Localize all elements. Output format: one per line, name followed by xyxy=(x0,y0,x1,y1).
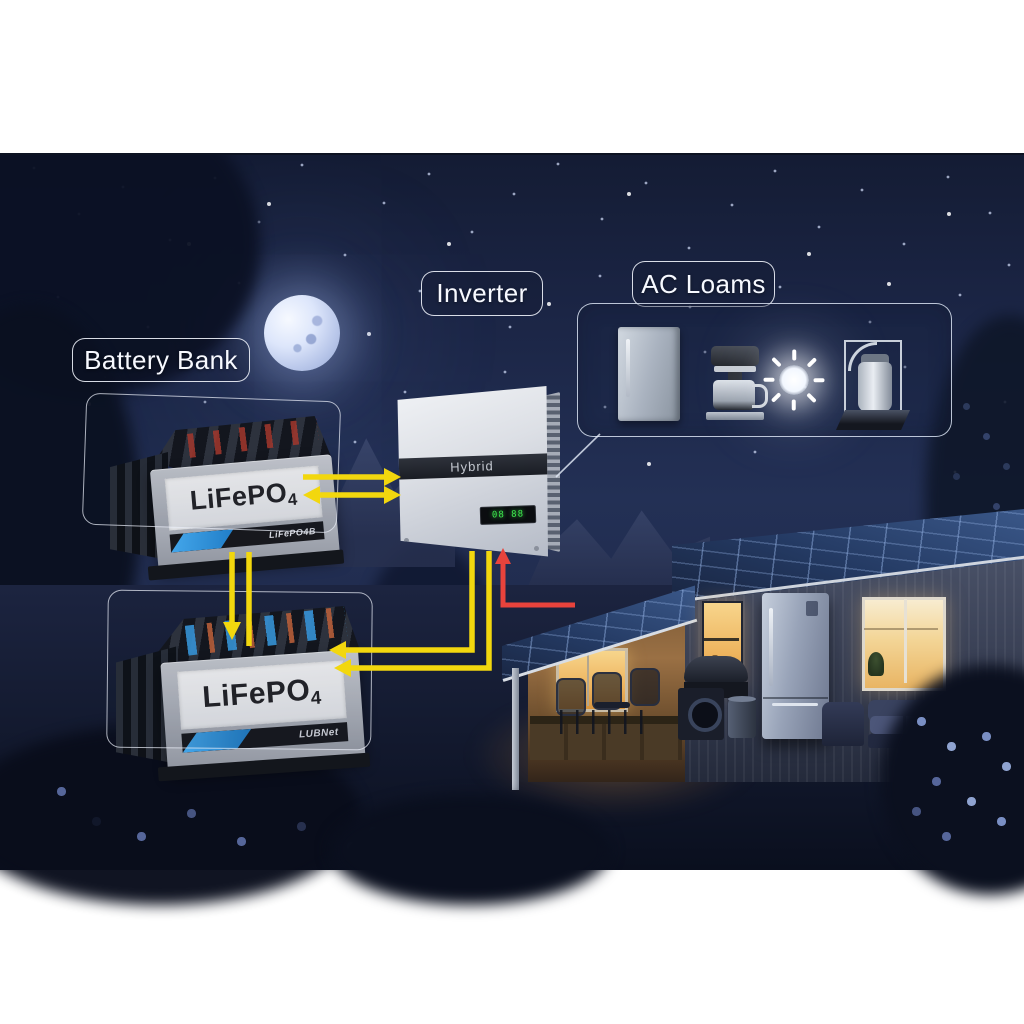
bbq-grill xyxy=(684,656,748,682)
battery-1: LiFePO4 LiFePO4B xyxy=(96,410,345,581)
battery-bank-label-text: Battery Bank xyxy=(84,344,238,375)
window-large-cabinet-line xyxy=(864,628,938,630)
refrigerator-handle xyxy=(769,608,773,686)
outdoor-pot xyxy=(728,698,756,738)
moon xyxy=(264,295,340,371)
porch-chair-1 xyxy=(556,678,586,716)
window-large-mullion xyxy=(904,599,907,683)
porch-chair-legs xyxy=(560,710,656,734)
bush-bottom-mid xyxy=(330,795,610,905)
washing-machine-door xyxy=(688,698,722,732)
battery-2: LiFePO4 LUBNet xyxy=(108,598,373,782)
light-ray xyxy=(813,378,825,382)
inverter-brand-band: Hybrid xyxy=(397,453,548,480)
battery-bank-label: Battery Bank xyxy=(72,338,250,382)
patio-chair xyxy=(822,702,864,746)
water-pump-icon xyxy=(836,332,910,432)
ac-loads-label: AC Loams xyxy=(632,261,775,307)
inverter-label: Inverter xyxy=(421,271,543,316)
outdoor-refrigerator xyxy=(762,593,829,739)
water-pump-frame xyxy=(844,340,902,414)
battery-2-outline-box xyxy=(106,589,373,751)
light-bulb-glow xyxy=(779,365,809,395)
light-ray xyxy=(763,378,775,382)
window-tall-mullion xyxy=(704,638,739,641)
refrigerator-freezer-line xyxy=(763,697,828,699)
porch-table xyxy=(594,702,630,708)
porch-post xyxy=(512,668,519,790)
refrigerator-icon xyxy=(618,327,680,421)
porch-chair-3 xyxy=(630,668,660,706)
porch-window-mullion xyxy=(587,650,589,706)
light-ray xyxy=(792,349,796,361)
inverter-display: 08 88 xyxy=(479,505,537,525)
water-pump-canister xyxy=(858,362,892,412)
bush-bottom-right-leaves xyxy=(0,0,3,3)
refrigerator-icon-handle xyxy=(626,339,630,397)
window-plant xyxy=(868,652,884,676)
light-ray xyxy=(771,392,782,403)
water-pump-canister-cap xyxy=(861,354,889,364)
inverter-display-text: 08 88 xyxy=(491,509,525,521)
inverter-screw-left xyxy=(404,538,409,543)
ac-loads-label-text: AC Loams xyxy=(641,268,766,299)
inverter-brand-text: Hybrid xyxy=(449,458,495,475)
coffee-maker-icon xyxy=(706,346,768,422)
battery-1-outline-box xyxy=(81,392,342,534)
tree-right-leaves xyxy=(0,155,3,158)
light-ray xyxy=(806,357,817,368)
inverter-unit: Hybrid 08 88 xyxy=(397,386,548,557)
light-ray xyxy=(771,357,782,368)
inverter-label-text: Inverter xyxy=(436,278,528,308)
coffee-maker-top xyxy=(711,346,759,366)
coffee-carafe xyxy=(713,380,755,410)
light-bulb-icon xyxy=(763,349,825,411)
inverter-screw-right xyxy=(534,546,539,551)
battery-1-accent xyxy=(170,529,235,553)
light-ray xyxy=(792,399,796,411)
coffee-maker-base xyxy=(706,412,764,420)
refrigerator-freezer-handle xyxy=(772,703,818,706)
light-ray xyxy=(806,392,817,403)
water-pump-base xyxy=(836,410,910,430)
coffee-maker-column xyxy=(728,372,742,380)
coffee-carafe-handle xyxy=(752,384,768,408)
coffee-maker-band xyxy=(714,366,756,372)
refrigerator-logo xyxy=(806,601,818,616)
outdoor-pot-rim xyxy=(728,696,756,702)
